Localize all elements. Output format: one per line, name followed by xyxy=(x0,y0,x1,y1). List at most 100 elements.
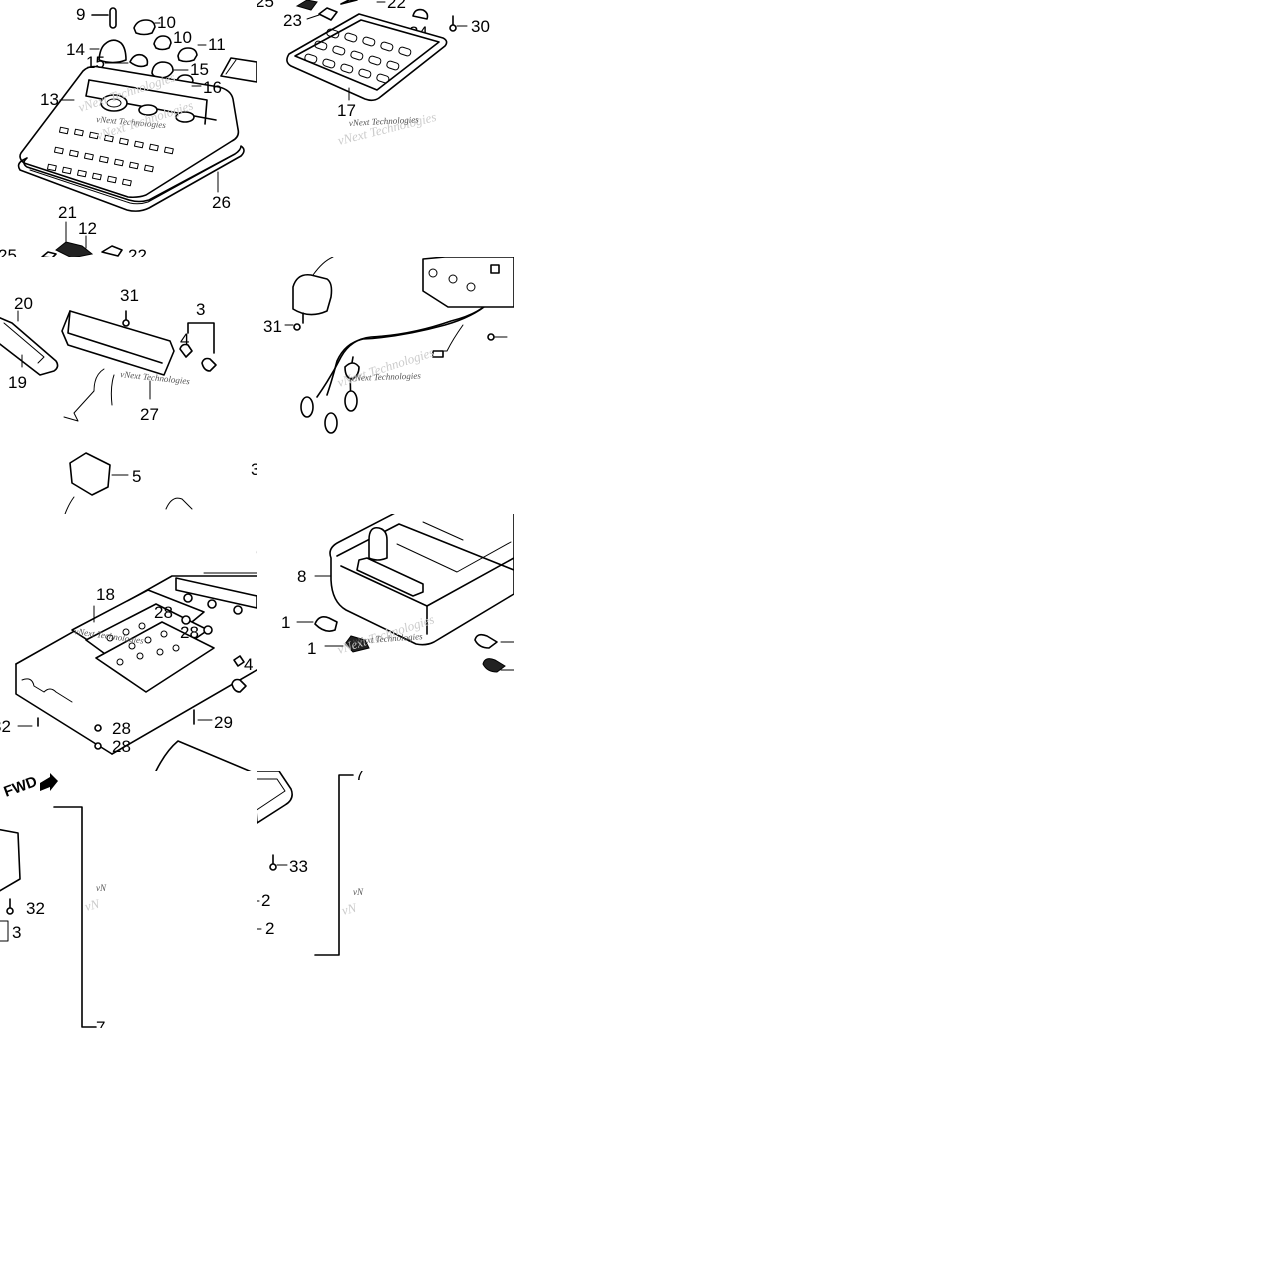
fwd-label: FWD xyxy=(2,773,40,801)
callout-31: 31 xyxy=(263,317,282,336)
callout-15: 15 xyxy=(190,60,209,79)
callout-9: 9 xyxy=(76,5,85,24)
callout-14: 14 xyxy=(66,40,85,59)
part-14-knob xyxy=(89,39,127,64)
callout-1: 1 xyxy=(281,613,290,632)
callout-28: 28 xyxy=(154,603,173,622)
panel-b-drawing: 25 22 23 24 30 xyxy=(257,0,490,148)
part-1-clips xyxy=(314,616,514,673)
callout-7: 7 xyxy=(355,771,364,784)
watermark: vNext Technologies xyxy=(352,631,423,646)
callout-15: 15 xyxy=(86,53,105,72)
panel-g-drawing: FWD 32 3 7 vN vN xyxy=(0,773,107,1028)
callout-6: 6 xyxy=(256,543,257,562)
callout-31: 31 xyxy=(120,286,139,305)
part-5-bracket xyxy=(64,452,193,514)
part-connector-rail xyxy=(175,577,257,615)
panel-a-meter-panel-exploded: vNext Technologies vNext Technologies vN… xyxy=(0,0,257,257)
callout-13: 13 xyxy=(40,90,59,109)
watermark-ghost: vN xyxy=(83,896,102,914)
panel-f-tray: 8 1 1 vNext Technologies vNext Technolog… xyxy=(257,514,514,771)
panel-c-meter-unit: 20 19 31 3 4 27 vNext Technologies 5 3 xyxy=(0,257,257,514)
part-13-meter-housing xyxy=(19,65,240,199)
callout-30: 30 xyxy=(471,17,490,36)
callout-21: 21 xyxy=(58,203,77,222)
callout-33: 33 xyxy=(289,857,308,876)
callout-4: 4 xyxy=(244,655,253,674)
part-17-button-board xyxy=(286,13,448,102)
callout-29: 29 xyxy=(214,713,233,732)
part-4-socket xyxy=(231,655,247,693)
part-9-pin xyxy=(91,7,117,29)
callout-5: 5 xyxy=(132,467,141,486)
watermark-short: vN xyxy=(353,887,364,897)
part-3-bulb-socket xyxy=(179,322,217,372)
callout-25: 25 xyxy=(0,246,17,257)
callout-17: 17 xyxy=(337,101,356,120)
callout-10: 10 xyxy=(157,13,176,32)
callout-26: 26 xyxy=(212,193,231,212)
callout-11: 11 xyxy=(208,35,226,54)
part-lens-partial xyxy=(220,57,257,83)
callout-16: 16 xyxy=(203,78,222,97)
part-26-gasket xyxy=(17,145,245,212)
panel-b-button-board: 25 22 23 24 30 xyxy=(257,0,514,257)
panel-e-drawing: 6 31 18 xyxy=(0,543,257,771)
part-31-screw xyxy=(284,323,301,331)
watermark: vNext Technologies xyxy=(349,114,420,128)
callout-3: 3 xyxy=(196,300,205,319)
watermark: vNext Technologies xyxy=(351,371,422,383)
callout-28: 28 xyxy=(112,719,131,738)
fwd-arrow: FWD xyxy=(2,773,58,801)
part-relay xyxy=(292,257,334,324)
callout-23: 23 xyxy=(283,11,302,30)
part-33-screw xyxy=(269,854,288,871)
part-27-meter-unit xyxy=(61,310,175,422)
callout-31: 31 xyxy=(256,585,257,604)
panel-d-drawing: 31 vNext Technologies vNext Technologies xyxy=(263,257,514,434)
part-harness xyxy=(300,296,494,434)
callout-32: 32 xyxy=(26,899,45,918)
part-28-screws xyxy=(37,615,213,750)
callout-3-edge: 3 xyxy=(251,460,257,479)
part-30-screw xyxy=(449,15,468,32)
callout-28: 28 xyxy=(112,737,131,756)
callout-25: 25 xyxy=(257,0,274,11)
panel-a-drawing: vNext Technologies vNext Technologies vN… xyxy=(0,5,257,257)
part-31-screw xyxy=(122,310,130,327)
part-10b-knob xyxy=(153,35,172,51)
callout-27: 27 xyxy=(140,405,159,424)
watermark-short: vN xyxy=(96,883,107,893)
part-15-knob xyxy=(129,53,149,68)
callout-7: 7 xyxy=(96,1018,105,1028)
callout-28: 28 xyxy=(180,623,199,642)
part-8-tray xyxy=(329,514,514,646)
callout-4: 4 xyxy=(180,330,189,349)
part-11-knob xyxy=(177,44,207,63)
callout-3: 3 xyxy=(12,923,21,942)
callout-19: 19 xyxy=(8,373,27,392)
callout-32: 32 xyxy=(0,717,11,736)
callout-8: 8 xyxy=(297,567,306,586)
callout-22: 22 xyxy=(128,246,147,257)
panel-f-drawing: 8 1 1 vNext Technologies vNext Technolog… xyxy=(281,514,514,673)
callout-20: 20 xyxy=(14,294,33,313)
callout-12: 12 xyxy=(78,219,97,238)
part-ecu-box-partial xyxy=(422,257,514,308)
panel-c-drawing: 20 19 31 3 4 27 vNext Technologies 5 3 xyxy=(0,286,257,514)
part-21-12-clips xyxy=(41,221,123,257)
callout-2: 2 xyxy=(265,919,274,938)
part-32-screw xyxy=(6,898,14,915)
part-20-lens xyxy=(0,310,59,376)
panel-h-housing: 33 2 2 7 vN vN xyxy=(257,771,367,1028)
part-10-knob xyxy=(133,19,161,36)
callout-22: 22 xyxy=(387,0,406,12)
callout-18: 18 xyxy=(96,585,115,604)
callout-2: 2 xyxy=(261,891,270,910)
callout-10: 10 xyxy=(173,28,192,47)
panel-d-wire-harness: 31 vNext Technologies vNext Technologies xyxy=(257,257,514,514)
panel-h-drawing: 33 2 2 7 vN vN xyxy=(257,771,364,956)
watermark-ghost: vN xyxy=(340,900,359,918)
panel-g-assembly-bracket: FWD 32 3 7 vN vN xyxy=(0,771,257,1028)
callout-1: 1 xyxy=(307,639,316,658)
